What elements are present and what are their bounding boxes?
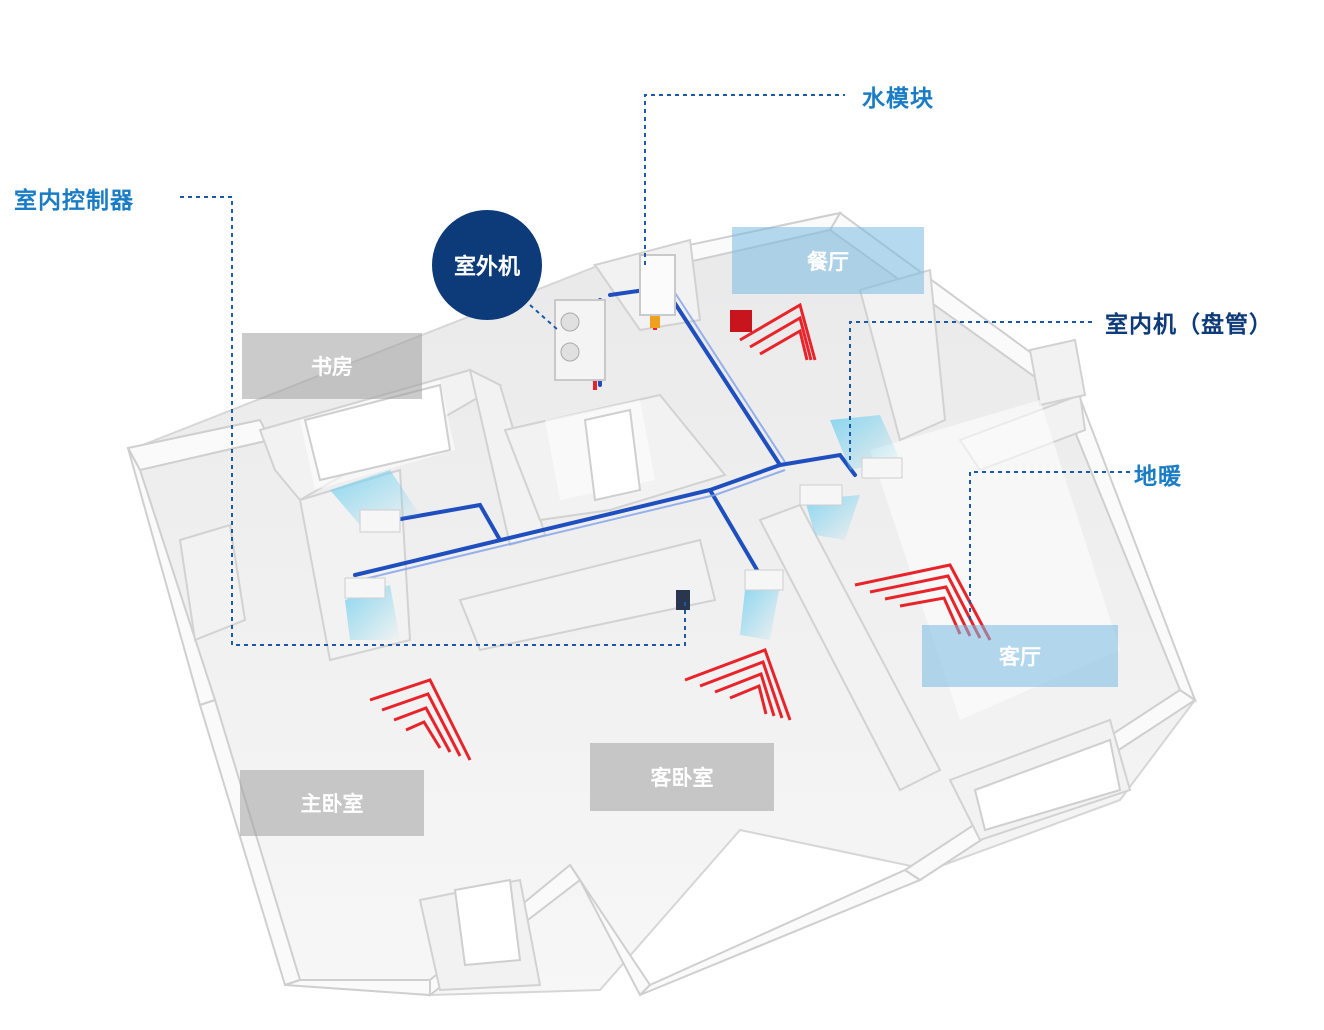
floor-heating-coils [369,302,992,761]
water-module-callout: 水模块 [862,86,934,112]
floor-heating-callout: 地暖 [1134,464,1182,490]
indoor-unit-callout: 室内机（盘管） [1105,312,1273,338]
outdoor-unit-device [554,299,606,381]
room-label-study: 书房 [242,333,422,399]
room-label-master-bedroom: 主卧室 [240,770,424,836]
windows [303,383,1122,967]
room-label-dining: 餐厅 [732,227,924,294]
indoor-units [330,415,903,640]
room-label-living: 客厅 [922,625,1118,687]
indoor-controller-callout: 室内控制器 [14,188,134,214]
room-label-guest-bedroom: 客卧室 [590,743,774,811]
outdoor-unit-badge: 室外机 [432,210,542,320]
leader-lines [180,94,1130,646]
manifold-box [730,310,752,332]
thermostat-device [676,590,690,610]
